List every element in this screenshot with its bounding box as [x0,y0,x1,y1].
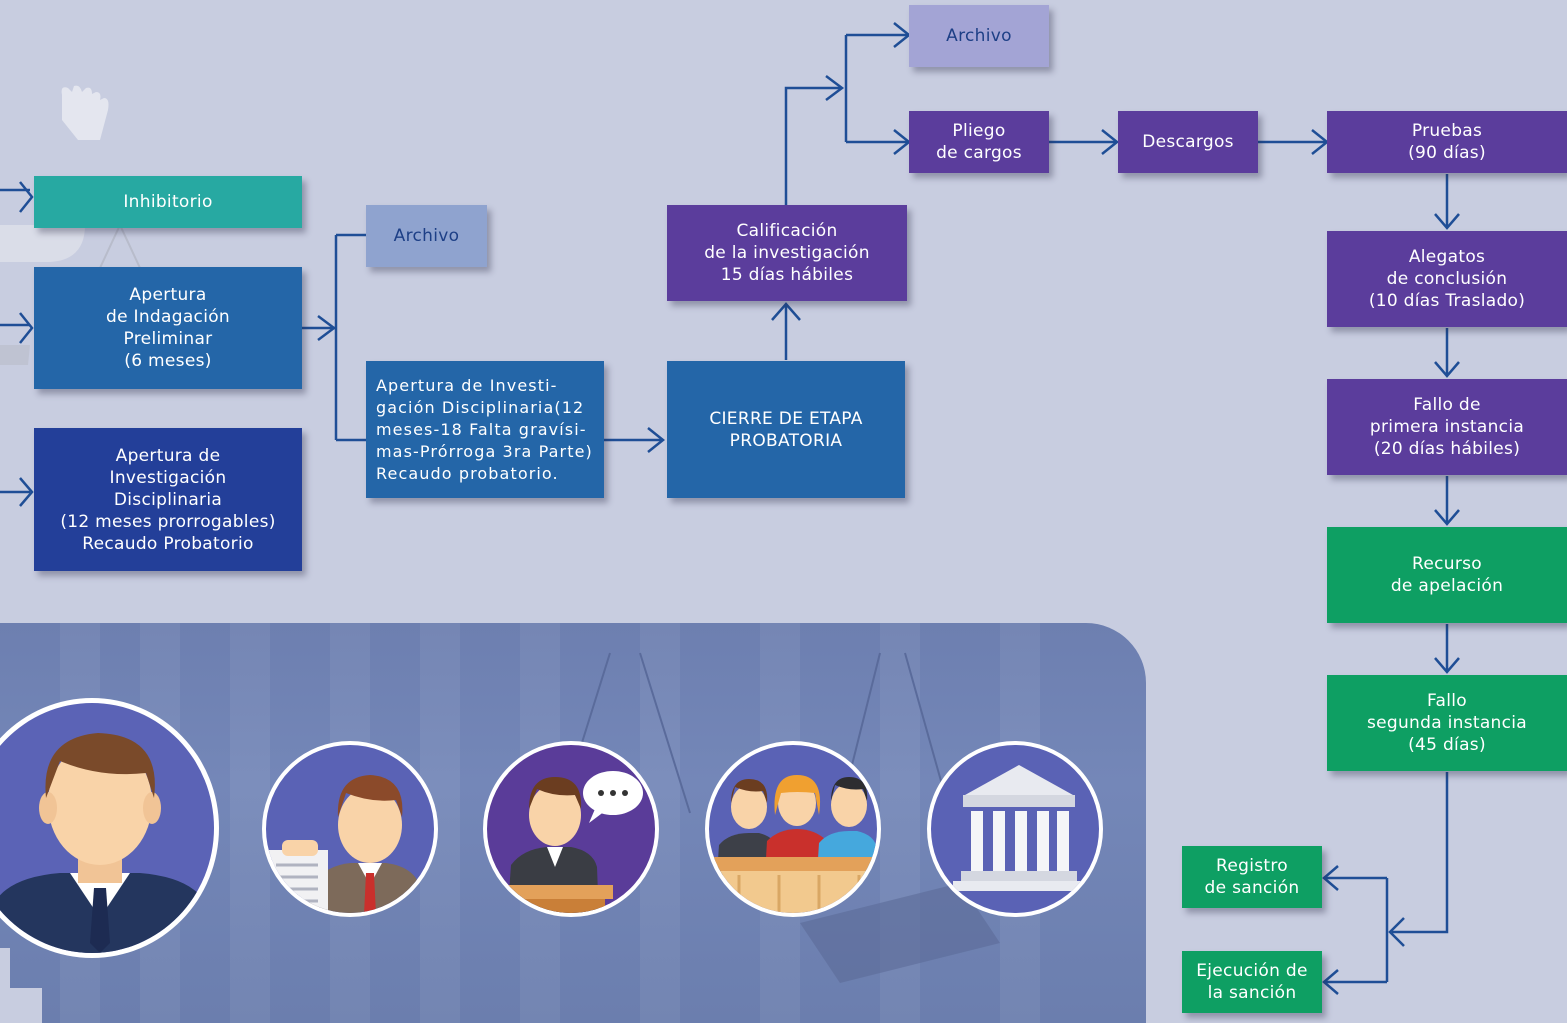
archivo-label-2: Archivo [946,26,1012,46]
ejecucion-sancion-box: Ejecución de la sanción [1182,951,1322,1013]
cierre-etapa-probatoria-label: CIERRE DE ETAPA PROBATORIA [709,408,863,451]
investigacion-disciplinaria-label: Apertura de Investigación Disciplinaria … [60,445,276,554]
descargos-box: Descargos [1118,111,1258,173]
registro-sancion-box: Registro de sanción [1182,846,1322,908]
fallo-segunda-instancia-box: Fallo segunda instancia (45 días) [1327,675,1567,771]
descargos-label: Descargos [1142,132,1234,152]
apertura-investigacion-detalle-box: Apertura de Investi- gación Disciplinari… [366,361,604,498]
jury-panel-icon [705,741,881,917]
pliego-de-cargos-box: Pliego de cargos [909,111,1049,173]
archivo-box-2: Archivo [909,5,1049,67]
indagacion-preliminar-label: Apertura de Indagación Preliminar (6 mes… [105,285,230,371]
fallo-primera-instancia-box: Fallo de primera instancia (20 días hábi… [1327,379,1567,475]
recurso-apelacion-label: Recurso de apelación [1390,554,1504,596]
recurso-apelacion-box: Recurso de apelación [1327,527,1567,623]
inhibitorio-box: Inhibitorio [34,176,302,228]
courthouse-icon [927,741,1103,917]
inhibitorio-label: Inhibitorio [123,192,213,212]
speaker-at-podium-icon [483,741,659,917]
calificacion-investigacion-label: Calificación de la investigación 15 días… [704,221,870,285]
apertura-investigacion-detalle-label: Apertura de Investi- gación Disciplinari… [376,375,593,483]
alegatos-label: Alegatos de conclusión (10 días Traslado… [1368,247,1526,311]
scales-of-justice-decoration [0,85,142,365]
archivo-label-1: Archivo [393,226,460,246]
archivo-box-1: Archivo [366,205,487,267]
registro-sancion-label: Registro de sanción [1204,856,1300,898]
ejecucion-sancion-label: Ejecución de la sanción [1196,961,1308,1003]
cierre-etapa-probatoria-box: CIERRE DE ETAPA PROBATORIA [667,361,905,498]
pliego-de-cargos-label: Pliego de cargos [936,121,1022,163]
fallo-primera-instancia-label: Fallo de primera instancia (20 días hábi… [1369,395,1525,459]
fallo-segunda-instancia-label: Fallo segunda instancia (45 días) [1366,691,1528,755]
alegatos-box: Alegatos de conclusión (10 días Traslado… [1327,231,1567,327]
pruebas-label: Pruebas (90 días) [1408,121,1486,163]
calificacion-investigacion-box: Calificación de la investigación 15 días… [667,205,907,301]
presenter-with-document-icon [262,741,438,917]
investigacion-disciplinaria-box: Apertura de Investigación Disciplinaria … [34,428,302,571]
pruebas-box: Pruebas (90 días) [1327,111,1567,173]
person-avatar-icon [0,698,219,958]
indagacion-preliminar-box: Apertura de Indagación Preliminar (6 mes… [34,267,302,389]
